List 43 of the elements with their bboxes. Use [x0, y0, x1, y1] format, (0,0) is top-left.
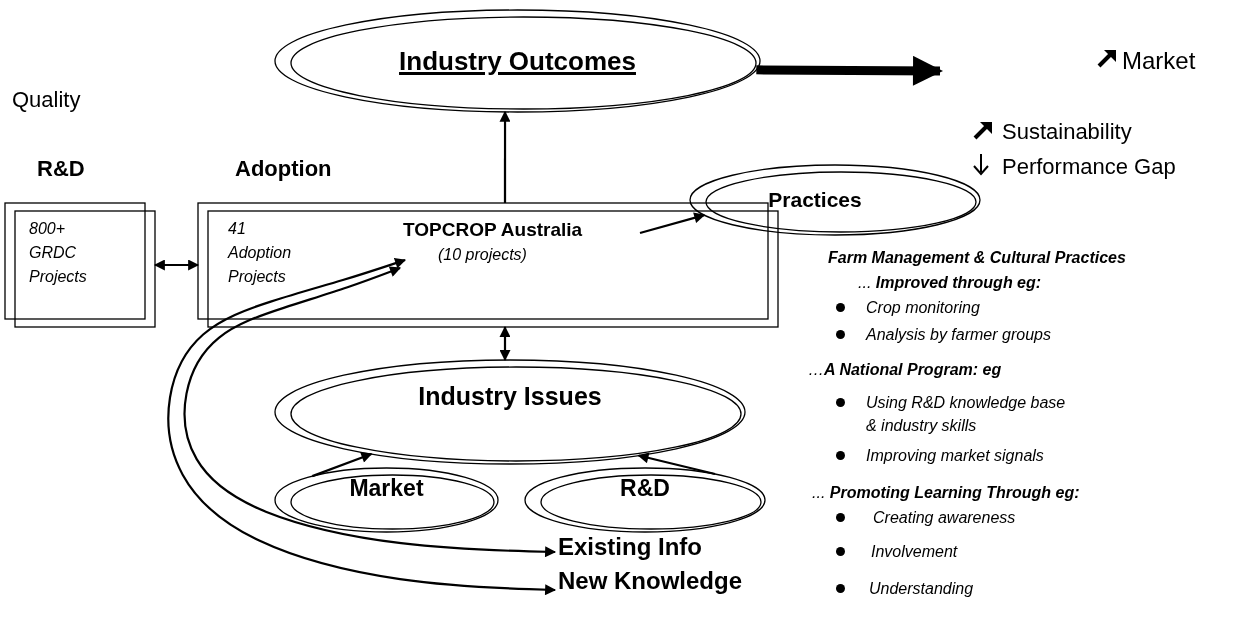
label: Understanding: [869, 579, 974, 599]
node-text: (10 projects): [438, 245, 528, 265]
ellipse-node: [275, 360, 745, 464]
node-label: Existing Info: [558, 533, 788, 565]
arrow: [167, 257, 557, 596]
node-label: R&D: [620, 474, 670, 502]
arrow: [499, 110, 511, 203]
label: Involvement: [871, 542, 958, 562]
label: Analysis by farmer groups: [866, 325, 1051, 345]
project-box: [5, 203, 155, 327]
node-text: 41 Adoption Projects: [228, 219, 293, 287]
ellipse-node: [275, 468, 498, 532]
node-label: Industry Outcomes: [399, 45, 636, 77]
node-label: Market: [349, 474, 424, 502]
label: Improving market signals: [866, 446, 1044, 466]
arrow: [637, 452, 716, 476]
node-text: TOPCROP Australia: [403, 218, 584, 242]
label: Quality: [12, 86, 81, 114]
node-text: 800+ GRDC Projects: [29, 219, 88, 287]
label: Using R&D knowledge base & industry skills: [866, 393, 1067, 437]
label: Performance Gap: [1002, 153, 1176, 181]
node-label: Industry Issues: [418, 381, 602, 411]
label: Farm Management & Cultural Practices: [828, 248, 1126, 268]
ellipse-node: [690, 165, 980, 235]
label: ... Improved through eg:: [858, 273, 1042, 293]
label: Adoption: [235, 155, 332, 183]
label: Sustainability: [1002, 118, 1132, 146]
label: Market: [1122, 46, 1196, 76]
arrow: [756, 55, 943, 86]
label: ... Promoting Learning Through eg:: [812, 483, 1080, 503]
ellipse-node: [525, 468, 765, 532]
ellipse-node: [275, 10, 760, 112]
arrow: [639, 212, 706, 235]
arrow: [183, 266, 557, 558]
node-label: Practices: [768, 188, 862, 212]
arrow: [499, 325, 511, 362]
label: Creating awareness: [873, 508, 1016, 528]
label: …A National Program: eg: [808, 360, 1002, 380]
arrow: [153, 259, 200, 271]
label: R&D: [37, 155, 85, 183]
arrow: [311, 452, 373, 478]
label: Crop monitoring: [866, 298, 980, 318]
node-label: New Knowledge: [558, 567, 808, 599]
